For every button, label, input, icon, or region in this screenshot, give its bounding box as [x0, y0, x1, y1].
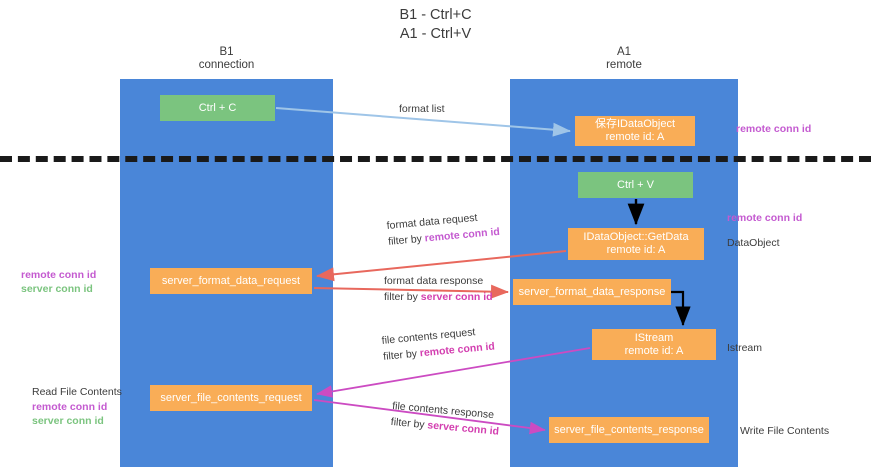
filter-key-server-conn-id: server conn id: [420, 291, 493, 303]
annotation-write-file-contents-text: Write File Contents: [740, 425, 830, 437]
filter-key-server-conn-id: server conn id: [426, 419, 500, 438]
phase-divider-dashed-line: [0, 156, 871, 162]
edge-label-format-list: format list: [399, 101, 445, 117]
annotation-left-server-conn-id: server conn id: [21, 283, 93, 295]
node-server-file-contents-response-label: server_file_contents_response: [554, 423, 704, 436]
annotation-dataobject-text: DataObject: [727, 237, 780, 249]
node-istream-line2: remote id: A: [624, 344, 684, 357]
node-save-idataobject-line1: 保存IDataObject: [594, 118, 676, 130]
annotation-top-right-text: remote conn id: [736, 123, 812, 135]
node-idataobject-getdata-line1: IDataObject::GetData: [583, 231, 689, 243]
node-server-file-contents-request-label: server_file_contents_request: [160, 391, 302, 404]
filter-by-text: filter by: [390, 415, 428, 432]
annotation-dataobject: DataObject: [727, 236, 780, 251]
node-istream[interactable]: IStream remote id: A: [592, 329, 716, 360]
edge-label-format-data-request: format data request filter by remote con…: [386, 208, 500, 250]
annotation-istream-text: Istream: [727, 342, 763, 354]
edge-label-format-data-response-line2: filter by server conn id: [384, 289, 493, 305]
lane-header-a1-line1: A1: [616, 46, 632, 58]
title-line-1: B1 - Ctrl+C: [399, 7, 472, 23]
lane-header-a1: A1 remote: [510, 46, 738, 72]
annotation-write-file-contents: Write File Contents: [740, 424, 829, 439]
annotation-read-file-contents-text: Read File Contents: [32, 386, 122, 398]
node-ctrl-c[interactable]: Ctrl + C: [160, 95, 275, 121]
node-server-format-data-request[interactable]: server_format_data_request: [150, 268, 312, 294]
filter-key-remote-conn-id: remote conn id: [424, 225, 501, 245]
node-ctrl-v-label: Ctrl + V: [617, 178, 654, 191]
node-save-idataobject[interactable]: 保存IDataObject remote id: A: [575, 116, 695, 146]
edge-label-file-contents-request: file contents request filter by remote c…: [381, 322, 496, 364]
filter-by-text: filter by: [387, 232, 426, 248]
lane-header-b1-line2: connection: [198, 59, 255, 71]
filter-by-text: filter by: [384, 291, 421, 303]
annotation-left-bottom-server-conn-id: server conn id: [32, 415, 104, 427]
node-server-file-contents-response[interactable]: server_file_contents_response: [549, 417, 709, 443]
annotation-left-bottom-remote-conn-id: remote conn id: [32, 401, 108, 413]
lane-header-b1: B1 connection: [120, 46, 333, 72]
page-title: B1 - Ctrl+C A1 - Ctrl+V: [0, 6, 871, 44]
title-line-2: A1 - Ctrl+V: [399, 26, 472, 42]
annotation-mid-right-remote-conn-id: remote conn id: [727, 211, 802, 225]
node-server-file-contents-request[interactable]: server_file_contents_request: [150, 385, 312, 411]
node-idataobject-getdata[interactable]: IDataObject::GetData remote id: A: [568, 228, 704, 260]
node-istream-line1: IStream: [634, 331, 674, 344]
edge-label-format-list-line1: format list: [399, 103, 445, 115]
node-server-format-data-response[interactable]: server_format_data_response: [513, 279, 671, 305]
node-server-format-data-request-label: server_format_data_request: [161, 274, 301, 287]
node-server-format-data-response-label: server_format_data_response: [518, 285, 666, 298]
annotation-istream: Istream: [727, 341, 762, 356]
node-ctrl-v[interactable]: Ctrl + V: [578, 172, 693, 198]
lane-header-b1-line1: B1: [219, 46, 234, 58]
annotation-left-conn-ids: remote conn id server conn id: [21, 268, 96, 296]
node-save-idataobject-line2: remote id: A: [605, 131, 665, 143]
annotation-top-right-remote-conn-id: remote conn id: [736, 122, 811, 136]
edge-label-format-data-response-line1: format data response: [384, 275, 484, 287]
edge-label-format-data-response: format data response filter by server co…: [384, 273, 493, 305]
node-idataobject-getdata-line2: remote id: A: [606, 244, 666, 256]
edge-label-file-contents-response: file contents response filter by server …: [390, 398, 501, 440]
annotation-read-file-contents: Read File Contents remote conn id server…: [32, 385, 122, 428]
annotation-left-remote-conn-id: remote conn id: [21, 269, 97, 281]
annotation-mid-right-text: remote conn id: [727, 212, 803, 224]
node-ctrl-c-label: Ctrl + C: [198, 101, 237, 114]
lane-header-a1-line2: remote: [606, 59, 642, 71]
filter-by-text: filter by: [382, 347, 421, 363]
